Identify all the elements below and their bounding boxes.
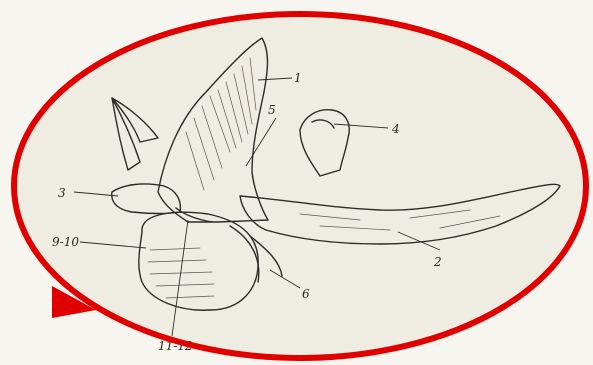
label-3: 3 (58, 186, 66, 200)
label-4: 4 (391, 122, 400, 136)
label-5: 5 (268, 103, 276, 117)
label-9-10: 9-10 (52, 235, 79, 249)
label-6: 6 (302, 287, 310, 301)
label-1: 1 (294, 71, 302, 85)
label-2: 2 (433, 255, 442, 269)
